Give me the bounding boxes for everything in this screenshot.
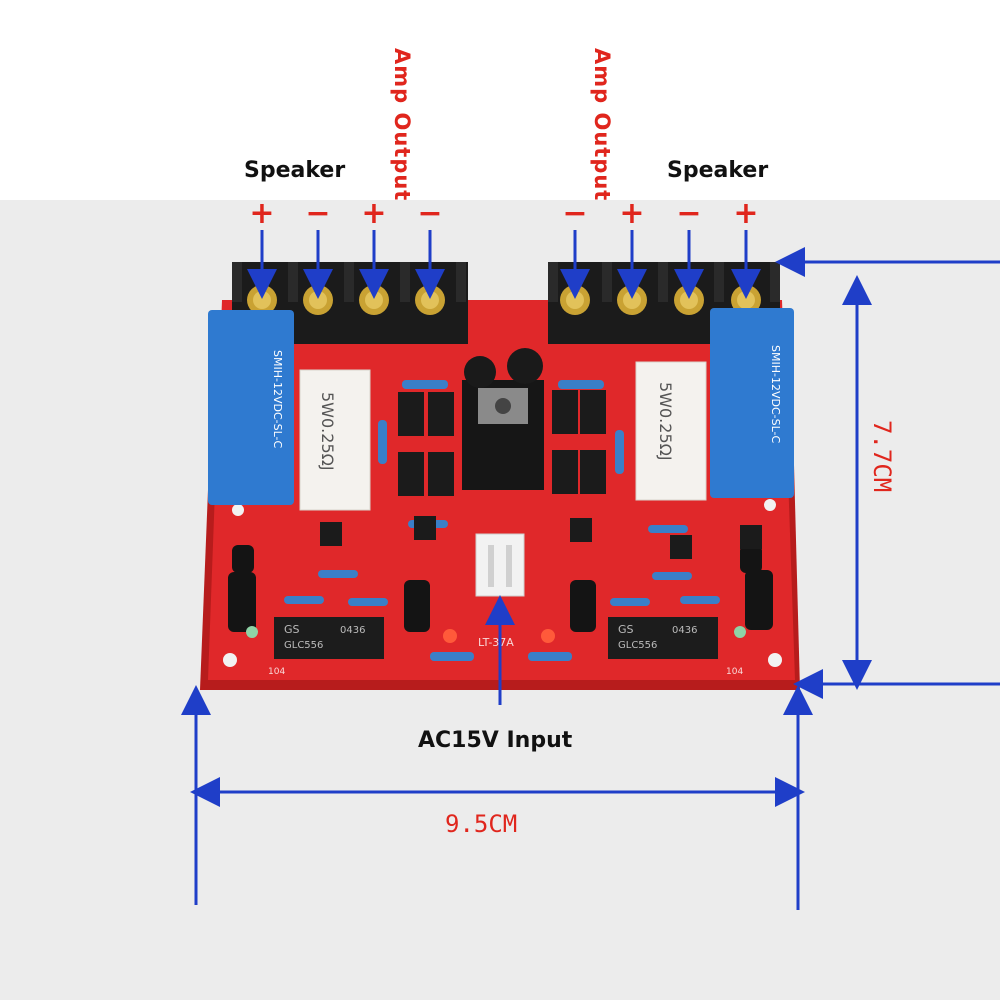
ac-connector: [475, 533, 525, 597]
mount-hole: [232, 504, 244, 516]
width-dimension: 9.5CM: [445, 810, 518, 838]
resistor-right-text: 5W0.25ΩJ: [656, 382, 675, 461]
polarity-8: +: [733, 196, 759, 231]
ic-left: GS 0436 GLC556: [274, 617, 384, 659]
label-banner: [0, 0, 1000, 200]
led-right: [541, 629, 555, 643]
relay-right: SMIH-12VDC-SL-C: [710, 308, 794, 498]
polarity-3: +: [361, 196, 387, 231]
speaker-label-left: Speaker: [244, 158, 346, 183]
voltage-regulator: [462, 348, 544, 490]
ic-right: GS 0436 GLC556: [608, 617, 718, 659]
cap-mark-left: 104: [268, 667, 285, 677]
polarity-6: +: [619, 196, 645, 231]
relay-right-text: SMIH-12VDC-SL-C: [769, 345, 782, 443]
dimension-lines: [181, 247, 1000, 910]
amp-output-label-right: Amp Output: [590, 48, 614, 202]
speaker-label-right: Speaker: [667, 158, 769, 183]
polarity-7: −: [676, 196, 702, 231]
ic-right-code: 0436: [672, 625, 697, 636]
ic-left-part: GLC556: [284, 640, 323, 651]
height-dimension: 7.7CM: [868, 420, 896, 493]
cement-resistor-left: 5W0.25ΩJ: [299, 369, 371, 511]
board-id: LT-37A: [478, 636, 514, 649]
terminal-arrows: [247, 230, 761, 299]
resistors: [284, 380, 720, 661]
polarity-5: −: [562, 196, 588, 231]
relay-left: SMIH-12VDC-SL-C: [208, 310, 294, 505]
cap-mark-right: 104: [726, 667, 743, 677]
ic-right-brand: GS: [618, 623, 634, 636]
mount-hole: [768, 653, 782, 667]
transistors: [320, 516, 762, 559]
relay-left-text: SMIH-12VDC-SL-C: [271, 350, 284, 448]
cement-resistor-right: 5W0.25ΩJ: [635, 361, 707, 501]
ceramic-cap: [734, 626, 746, 638]
ic-right-part: GLC556: [618, 640, 657, 651]
amp-output-label-left: Amp Output: [390, 48, 414, 202]
mount-hole: [764, 499, 776, 511]
polarity-4: −: [417, 196, 443, 231]
ic-left-code: 0436: [340, 625, 365, 636]
mount-hole: [223, 653, 237, 667]
resistor-left-text: 5W0.25ΩJ: [318, 392, 337, 471]
bridge-diodes: [398, 390, 606, 496]
polarity-1: +: [249, 196, 275, 231]
ic-left-brand: GS: [284, 623, 300, 636]
led-left: [443, 629, 457, 643]
ceramic-cap: [246, 626, 258, 638]
polarity-2: −: [305, 196, 331, 231]
ac-input-label: AC15V Input: [418, 728, 573, 753]
capacitors: [228, 545, 773, 632]
